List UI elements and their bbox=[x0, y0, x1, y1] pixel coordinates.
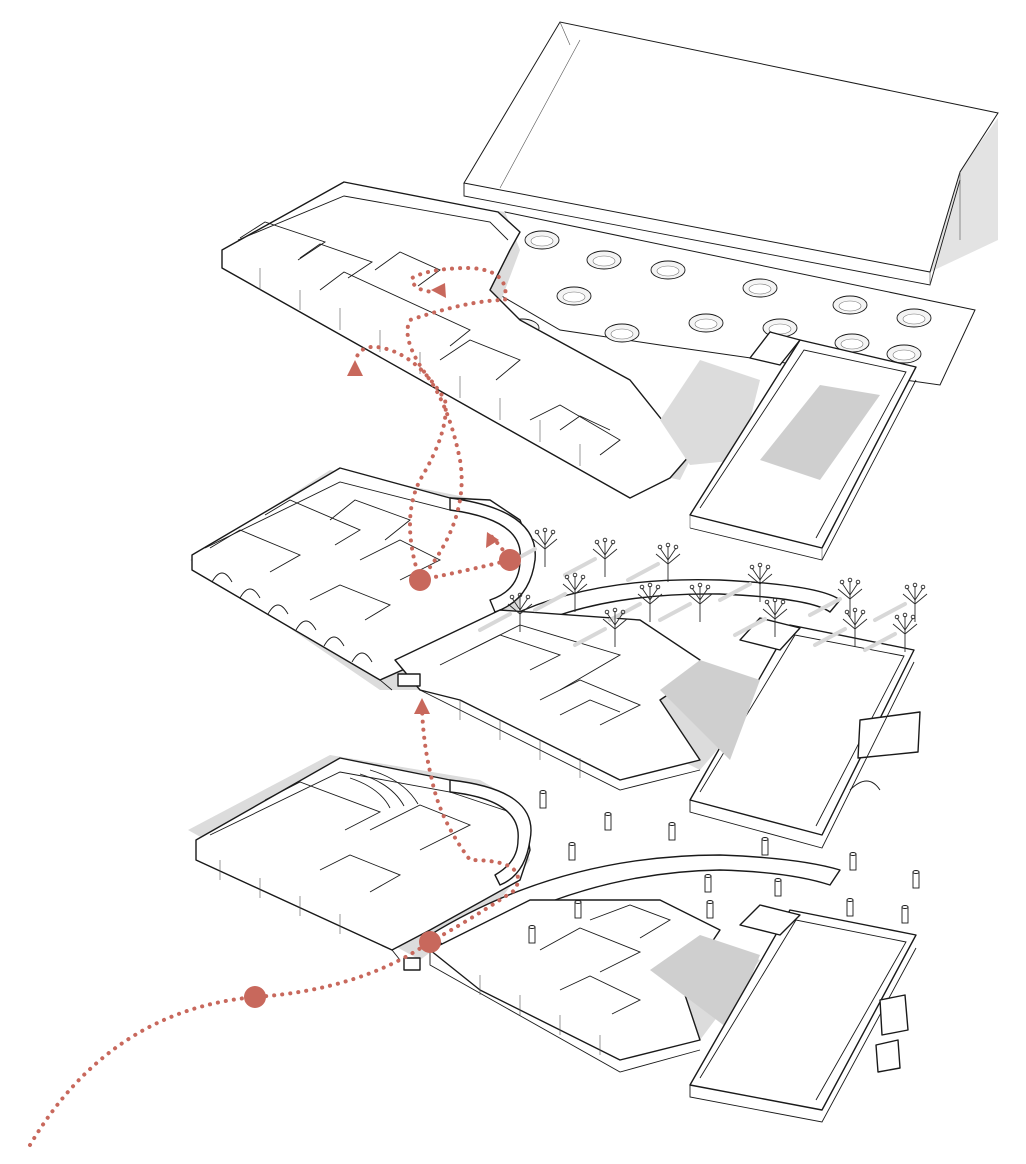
tree-icon bbox=[733, 597, 788, 637]
tree-icon bbox=[873, 582, 928, 622]
column-icon bbox=[761, 837, 769, 856]
column-icon bbox=[846, 898, 854, 917]
path-node-start bbox=[244, 986, 266, 1008]
arrow-head-icon bbox=[486, 532, 499, 548]
column-icon bbox=[901, 905, 909, 924]
tree-icon bbox=[863, 612, 918, 652]
column-icon bbox=[668, 822, 676, 841]
skylight-icon bbox=[556, 286, 592, 306]
path-approach bbox=[28, 940, 432, 1147]
column-icon bbox=[849, 852, 857, 871]
upper-floor-level bbox=[190, 467, 928, 849]
column-icon bbox=[774, 878, 782, 897]
path-node-entrance bbox=[419, 931, 441, 953]
tree-icon bbox=[533, 572, 588, 612]
tree-icon bbox=[813, 607, 868, 647]
skylight-icon bbox=[586, 250, 622, 270]
path-node-upper-hall bbox=[409, 569, 431, 591]
column-icon bbox=[912, 870, 920, 889]
upper-right-wing bbox=[660, 617, 921, 849]
ground-floor-level bbox=[188, 755, 920, 1123]
circulation-path bbox=[28, 265, 521, 1147]
path-node-upper-court bbox=[499, 549, 521, 571]
roof-right-wing bbox=[660, 331, 917, 561]
column-icon bbox=[528, 925, 536, 944]
skylight-icon bbox=[688, 313, 724, 333]
column-group bbox=[528, 790, 920, 944]
ground-curved-walkway bbox=[429, 854, 841, 951]
skylight-icon bbox=[742, 278, 778, 298]
roof-box-volume bbox=[463, 21, 999, 286]
skylight-icon bbox=[832, 295, 868, 315]
path-upper-loop bbox=[418, 533, 514, 582]
ground-left-wing bbox=[188, 755, 532, 961]
roof-slab bbox=[499, 211, 976, 386]
skylight-icon bbox=[604, 323, 640, 343]
tree-icon bbox=[658, 582, 713, 622]
column-icon bbox=[704, 874, 712, 893]
ground-right-wing bbox=[650, 904, 917, 1123]
column-icon bbox=[568, 842, 576, 861]
tree-icon bbox=[718, 562, 773, 602]
tree-icon bbox=[478, 592, 533, 632]
column-icon bbox=[574, 900, 582, 919]
skylight-icon bbox=[896, 308, 932, 328]
tree-icon bbox=[563, 537, 618, 577]
path-up-to-roof bbox=[353, 345, 448, 582]
tree-icon bbox=[808, 577, 863, 617]
path-roof-loop bbox=[405, 265, 508, 582]
tree-icon bbox=[626, 542, 681, 582]
arrow-head-icon bbox=[431, 283, 446, 298]
roof-floor-plate bbox=[221, 181, 691, 499]
arrow-head-icon bbox=[414, 698, 430, 714]
arrow-head-icon bbox=[347, 360, 363, 376]
roof-level bbox=[221, 21, 999, 561]
tree-group bbox=[478, 527, 928, 652]
upper-left-wing bbox=[190, 467, 536, 691]
skylight-icon bbox=[834, 333, 870, 353]
skylight-icon bbox=[524, 230, 560, 250]
skylight-icon bbox=[650, 260, 686, 280]
column-icon bbox=[706, 900, 714, 919]
column-icon bbox=[604, 812, 612, 831]
path-ground-loop bbox=[420, 698, 520, 944]
tree-icon bbox=[573, 607, 628, 647]
skylight-icon bbox=[886, 344, 922, 364]
column-icon bbox=[539, 790, 547, 809]
